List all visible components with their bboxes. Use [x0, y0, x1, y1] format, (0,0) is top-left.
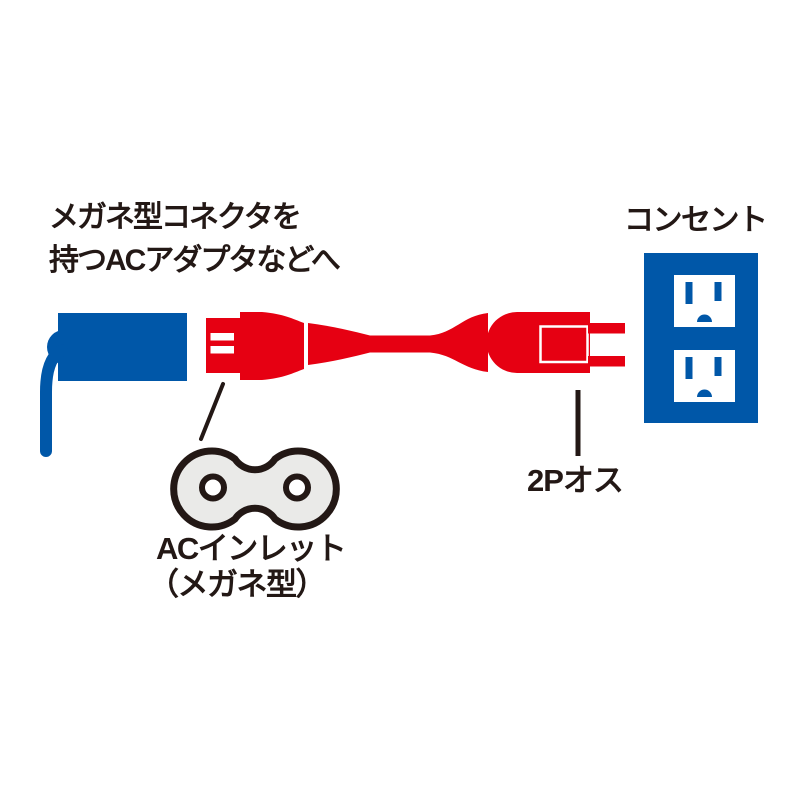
inlet-hole-right — [283, 473, 311, 502]
plug-face-outline — [539, 325, 589, 364]
adapter-caption: メガネ型コネクタを 持つACアダプタなどへ — [49, 196, 341, 282]
outlet-icon — [644, 253, 758, 423]
socket-slot — [685, 282, 693, 304]
inlet-hole-left — [199, 473, 227, 502]
inlet-caption-line1: ACインレット — [156, 531, 347, 566]
socket-ground-hole — [697, 314, 712, 322]
megane-connector-tip — [206, 318, 240, 373]
socket-slot — [714, 282, 722, 301]
leader-line-inlet — [199, 382, 225, 441]
socket-slot — [685, 357, 693, 379]
adapter-caption-line2: 持つACアダプタなどへ — [49, 244, 341, 277]
cord-neck — [308, 323, 372, 365]
power-cord-icon — [206, 312, 625, 380]
inlet-outline — [170, 447, 340, 531]
megane-connector-slot-bottom — [210, 346, 234, 354]
plug-2p-caption: 2Pオス — [527, 463, 624, 498]
inlet-caption-line2: （メガネ型） — [148, 567, 327, 602]
socket-slot — [714, 357, 722, 376]
adapter-body — [58, 313, 187, 381]
adapter-caption-line1: メガネ型コネクタを — [49, 201, 302, 234]
megane-connector-slot-top — [210, 333, 234, 341]
plug-prong-top — [588, 323, 625, 334]
outlet-caption: コンセント — [624, 204, 768, 237]
cord-cable — [368, 335, 432, 353]
ac-adapter-icon — [47, 313, 187, 381]
plug-prong-bottom — [588, 356, 625, 367]
inlet-caption: ACインレット （メガネ型） — [148, 531, 347, 603]
megane-connector-body — [240, 312, 304, 380]
ac-inlet-megane-icon — [170, 447, 340, 531]
outlet-socket-details — [685, 282, 722, 397]
plug-2p-body — [486, 312, 590, 373]
adapter-cable — [40, 344, 68, 457]
socket-ground-hole — [697, 389, 712, 397]
plug-neck — [430, 313, 488, 372]
